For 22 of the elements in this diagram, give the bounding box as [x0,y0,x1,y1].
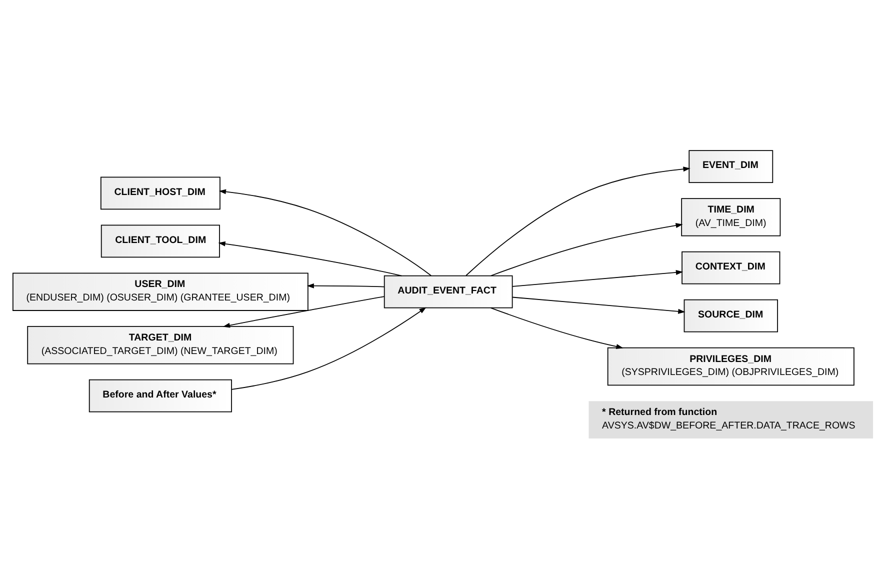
node-box: Before and After Values* [88,378,232,412]
arrow [490,222,683,276]
arrow [222,296,385,328]
node-box: TARGET_DIM (ASSOCIATED_TARGET_DIM) (NEW_TARGET_DIM) [27,326,294,364]
node-box: TIME_DIM (AV_TIME_DIM) [681,198,781,236]
arrow [218,240,402,276]
arrow [466,166,690,276]
arrow [490,306,624,348]
node-box: CONTEXT_DIM [682,250,780,284]
node-box: EVENT_DIM [688,150,774,182]
arrow [512,296,686,314]
node-box: PRIVILEGES_DIM (SYSPRIVILEGES_DIM) (OBJPRIVILEGES_DIM) [607,346,854,386]
node-box: USER_DIM (ENDUSER_DIM) (OSUSER_DIM) (GRANTEE_USER_DIM) [12,272,308,310]
node-box: CLIENT_HOST_DIM [100,176,220,210]
node-box: CLIENT_TOOL_DIM [100,224,220,258]
arrow [218,188,432,276]
node-box: * Returned from function AVSYS.AV$DW_BEFORE_AFTER.DATA_TRACE_ROWS [588,400,874,438]
arrow [512,269,684,286]
node-box: SOURCE_DIM [684,298,778,332]
arrow [306,282,385,288]
node-box: AUDIT_EVENT_FACT [384,274,513,308]
arrow [231,306,426,390]
